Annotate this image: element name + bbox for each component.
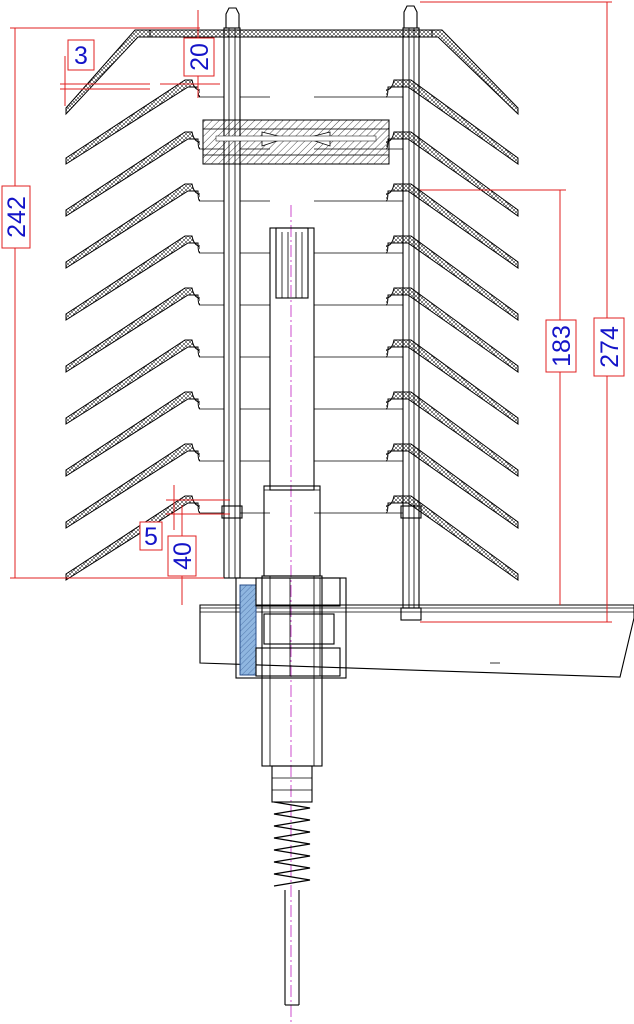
shield-plate-left <box>65 235 201 321</box>
shield-plate-right <box>385 183 519 269</box>
shield-plate-left <box>65 339 201 425</box>
svg-text:183: 183 <box>548 325 576 367</box>
mounting-rods <box>221 5 422 621</box>
top-nut-right <box>403 5 418 29</box>
svg-text:20: 20 <box>186 43 214 71</box>
svg-text:5: 5 <box>144 523 158 551</box>
lower-nut-left <box>221 505 243 519</box>
shield-plate-right <box>385 235 519 321</box>
dimension-mount-offset: 40 <box>167 535 197 577</box>
base-nut-right <box>400 607 422 621</box>
shield-plate-right <box>431 29 519 116</box>
svg-text:3: 3 <box>74 42 88 70</box>
dimension-plate-thickness: 3 <box>67 39 95 71</box>
top-nut-left <box>225 7 240 29</box>
shield-plate-left <box>65 391 201 477</box>
seal-ring <box>239 584 257 676</box>
shield-plates <box>65 29 519 581</box>
dimension-total-height: 274 <box>593 317 625 377</box>
shield-plate-left <box>65 79 201 165</box>
lower-nut-right <box>400 505 422 519</box>
svg-text:40: 40 <box>169 542 197 570</box>
shield-plate-left <box>65 443 201 529</box>
dimension-top-gap: 20 <box>183 37 215 77</box>
dimension-inner-height: 183 <box>545 319 577 373</box>
spring-coil <box>273 801 311 887</box>
shield-plate-left <box>65 29 434 116</box>
cable <box>284 890 300 1006</box>
svg-text:242: 242 <box>3 196 31 238</box>
top-cap <box>149 29 433 38</box>
dimension-shield-stack-height: 242 <box>1 185 31 249</box>
shield-plate-right <box>385 391 519 477</box>
shield-plate-left <box>65 495 201 581</box>
sensor-probe <box>261 227 323 767</box>
svg-text:274: 274 <box>596 326 624 368</box>
shield-plate-right <box>385 495 519 581</box>
shield-plate-left <box>65 183 201 269</box>
cable-strain-relief <box>271 765 313 887</box>
shield-plate-left <box>65 131 201 217</box>
shield-plate-right <box>385 79 519 165</box>
cable-gland <box>235 577 347 679</box>
dimension-lower-gap: 5 <box>139 521 163 551</box>
base-plate <box>199 604 634 678</box>
shield-plate-right <box>385 287 519 373</box>
top-insert-block <box>202 119 390 165</box>
shield-plate-right <box>385 339 519 425</box>
shield-plate-right <box>385 443 519 529</box>
dimension-lines <box>10 1 612 623</box>
shield-plate-left <box>65 287 201 373</box>
